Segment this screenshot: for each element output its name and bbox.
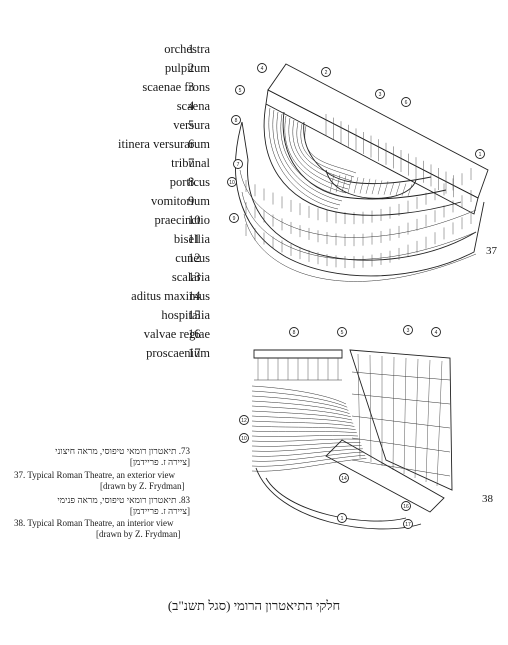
legend-number: 9	[188, 194, 195, 208]
svg-text:8: 8	[235, 118, 238, 124]
caption-38-english-line1: 38. Typical Roman Theatre, an interior v…	[14, 518, 174, 528]
legend-term: cuneus	[175, 251, 210, 265]
legend-term: itinera versurarum	[118, 137, 210, 151]
caption-38-hebrew-line1: 38. תיאטרון רומאי טיפוסי, מראה פנימי	[57, 495, 190, 505]
svg-text:4: 4	[261, 66, 264, 72]
legend-term: pulpitum	[164, 61, 210, 75]
page-footer-title: חלקי התיאטרון הרומי (סגל תשנ"ב)	[167, 598, 341, 613]
svg-text:3: 3	[407, 328, 410, 334]
legend-term: porticus	[169, 175, 210, 189]
svg-text:8: 8	[293, 330, 296, 336]
figure-37-number: 37	[486, 245, 497, 257]
caption-38-english-line2: [drawn by Z. Frydman]	[96, 529, 181, 539]
legend-number: 4	[188, 99, 195, 113]
caption-37-hebrew-line1: 37. תיאטרון רומאי טיפוסי, מראה חיצוני	[55, 446, 190, 456]
legend-term: hospitalia	[161, 308, 210, 322]
legend-number: 8	[188, 175, 195, 189]
svg-text:2: 2	[325, 70, 328, 76]
legend-number: 7	[188, 156, 195, 170]
svg-text:16: 16	[403, 504, 409, 510]
svg-text:6: 6	[405, 100, 408, 106]
caption-38-hebrew-line2: [ציירה ז. פריידמן]	[129, 506, 190, 516]
svg-text:14: 14	[341, 476, 347, 482]
legend-term: versura	[173, 118, 210, 132]
legend-number: 10	[188, 213, 201, 227]
figure-38-number: 38	[482, 493, 493, 505]
svg-text:4: 4	[435, 330, 438, 336]
legend-term: vomitorium	[150, 194, 210, 208]
caption-37-hebrew-line2: [ציירה ז. פריידמן]	[129, 457, 190, 467]
legend-number: 6	[188, 137, 195, 151]
legend-term: praecinctio	[154, 213, 210, 227]
svg-text:9: 9	[233, 216, 236, 222]
caption-37-english-line1: 37. Typical Roman Theatre, an exterior v…	[14, 470, 175, 480]
svg-text:5: 5	[239, 88, 242, 94]
legend-term: scaenae frons	[142, 80, 210, 94]
svg-text:12: 12	[241, 418, 247, 424]
svg-text:17: 17	[405, 522, 411, 528]
legend-term: valvae regiae	[143, 327, 210, 341]
legend-number: 1	[188, 42, 195, 56]
svg-text:5: 5	[341, 330, 344, 336]
legend-number: 13	[188, 270, 201, 284]
legend-number: 11	[188, 232, 201, 246]
svg-text:10: 10	[241, 436, 247, 442]
svg-text:7: 7	[237, 162, 240, 168]
legend-number: 17	[188, 346, 201, 360]
legend-number: 14	[188, 289, 201, 303]
caption-37-english-line2: [drawn by Z. Frydman]	[100, 481, 185, 491]
legend-number: 2	[188, 61, 195, 75]
figure-38-interior-view: 8 5 3 4 12 10 1 14 16 17	[239, 325, 453, 530]
legend-term: bisellia	[173, 232, 210, 246]
legend-number: 3	[188, 80, 195, 94]
legend-term: tribunal	[171, 156, 210, 170]
legend-term: proscaenium	[146, 346, 210, 360]
legend-number: 5	[188, 118, 195, 132]
legend-number: 15	[188, 308, 201, 322]
legend-term: scalaria	[171, 270, 210, 284]
legend-term: orchestra	[164, 42, 210, 56]
legend-number: 16	[188, 327, 201, 341]
legend-term: aditus maximus	[131, 289, 210, 303]
figure-37-exterior-view: 4 2 5 3 6 8 1 7 10 9	[227, 63, 489, 282]
legend-number: 12	[188, 251, 201, 265]
svg-text:3: 3	[379, 92, 382, 98]
svg-text:1: 1	[341, 516, 344, 522]
legend-term: scaena	[176, 99, 210, 113]
svg-text:10: 10	[229, 180, 235, 186]
svg-text:1: 1	[479, 152, 482, 158]
